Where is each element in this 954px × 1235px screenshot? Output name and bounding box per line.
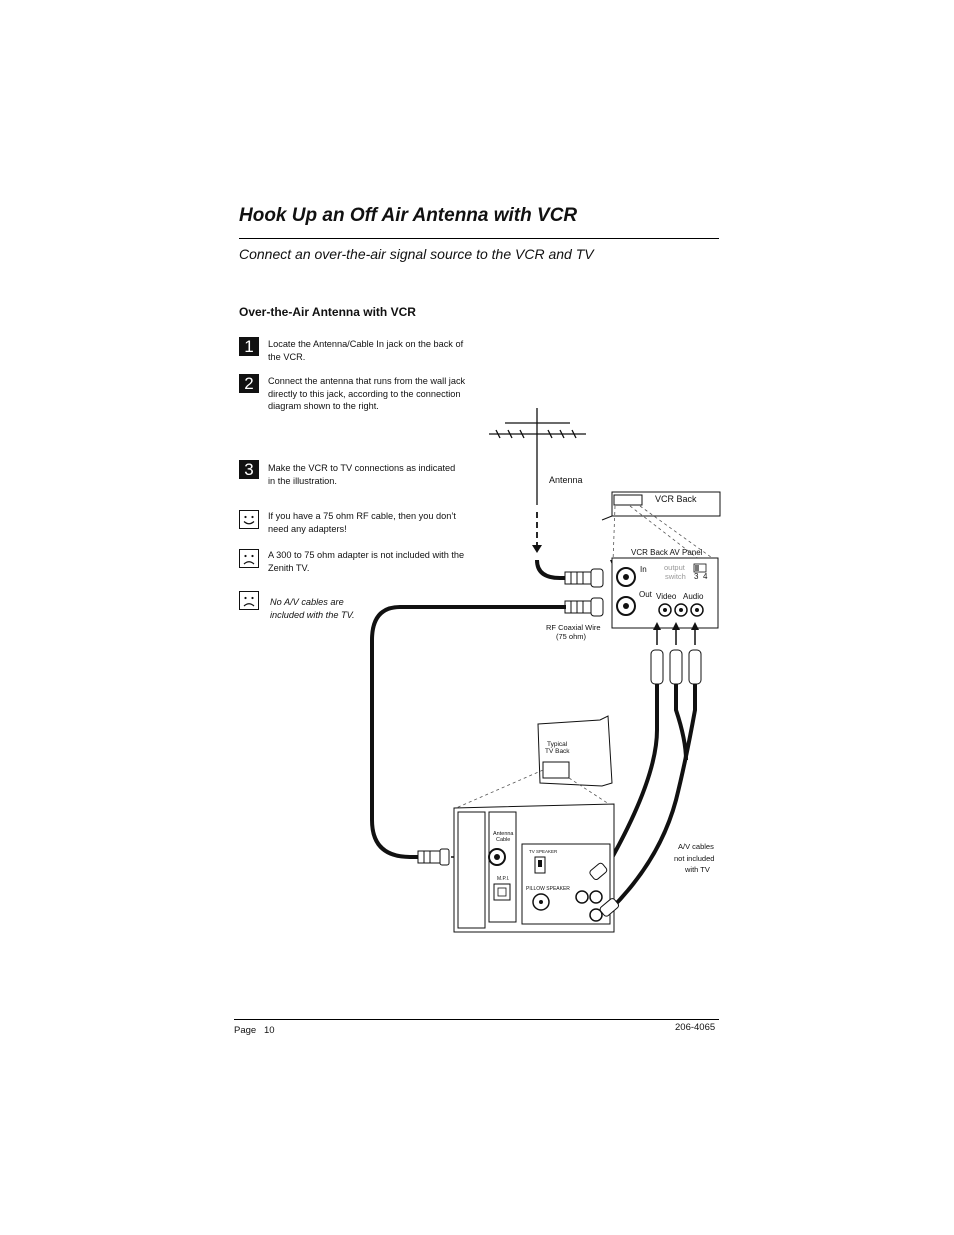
output-switch-label-2: switch bbox=[665, 572, 686, 581]
antenna-cable-label-1: Antenna bbox=[493, 831, 514, 837]
note-2-text: A 300 to 75 ohm adapter is not included … bbox=[268, 550, 465, 573]
page-title: Hook Up an Off Air Antenna with VCR bbox=[239, 205, 578, 226]
tv-back-label-1: Typical bbox=[547, 741, 568, 748]
footer-rule bbox=[234, 1019, 719, 1020]
step-2-number: 2 bbox=[239, 374, 259, 393]
note-1-text: If you have a 75 ohm RF cable, then you … bbox=[268, 511, 456, 534]
tv-audio-jack bbox=[589, 890, 603, 904]
output-switch-label-1: output bbox=[664, 563, 686, 572]
vcr-back-icon bbox=[601, 491, 721, 521]
step-3-text: Make the VCR to TV connections as indica… bbox=[268, 463, 456, 486]
audio-label: Audio bbox=[683, 592, 704, 601]
vcr-out-label: Out bbox=[639, 590, 653, 599]
channel-4-label: 4 bbox=[703, 572, 708, 581]
section-heading: Over-the-Air Antenna with VCR bbox=[239, 305, 416, 319]
tv-back-label-2: TV Back bbox=[545, 748, 570, 755]
rf-wire-label-1: RF Coaxial Wire bbox=[546, 623, 601, 632]
page-subtitle: Connect an over-the-air signal source to… bbox=[239, 246, 594, 262]
footer-page-label: Page bbox=[234, 1025, 257, 1036]
step-3-number: 3 bbox=[239, 460, 259, 479]
antenna-arrow bbox=[532, 545, 542, 553]
antenna-cable bbox=[535, 559, 568, 580]
video-label: Video bbox=[656, 592, 677, 601]
mpi-jack bbox=[493, 883, 511, 901]
channel-3-label: 3 bbox=[694, 572, 699, 581]
antenna-label: Antenna bbox=[549, 475, 583, 485]
vcr-in-label: In bbox=[640, 565, 647, 574]
note-3-text: No A/V cables are included with the TV. bbox=[270, 597, 355, 620]
output-switch bbox=[693, 563, 707, 573]
tv-speaker-label: TV SPEAKER bbox=[529, 849, 558, 854]
step-1-number: 1 bbox=[239, 337, 259, 356]
zoom-guides-vcr bbox=[612, 505, 716, 563]
step-2-text: Connect the antenna that runs from the w… bbox=[268, 376, 466, 412]
av-note-3: with TV bbox=[684, 865, 710, 874]
zoom-guides-tv bbox=[455, 769, 613, 809]
coax-connector-in bbox=[564, 568, 604, 588]
antenna-icon bbox=[489, 408, 586, 505]
rf-wire-label-2: (75 ohm) bbox=[556, 632, 587, 641]
av-plugs bbox=[650, 649, 702, 685]
av-plug-arrows bbox=[653, 622, 699, 645]
vcr-back-label: VCR Back bbox=[655, 494, 697, 504]
av-note-1: A/V cables bbox=[678, 842, 714, 851]
step-1-text: Locate the Antenna/Cable In jack on the … bbox=[268, 339, 464, 362]
rf-coax-wire bbox=[370, 605, 566, 859]
footer-doc-number: 206-4065 bbox=[675, 1022, 716, 1033]
av-cables bbox=[603, 684, 697, 912]
frown-face-icon bbox=[239, 591, 259, 610]
tv-video-jack bbox=[575, 890, 589, 904]
coax-connector-tv bbox=[417, 848, 450, 866]
av-note-2: not included bbox=[674, 854, 714, 863]
smiley-face-icon bbox=[239, 510, 259, 529]
coax-connector-out bbox=[564, 597, 604, 617]
antenna-cable-label-2: Cable bbox=[496, 837, 510, 843]
tv-av-plugs bbox=[589, 862, 620, 917]
tv-back-icon bbox=[537, 715, 613, 787]
mpi-label: M.P.I. bbox=[497, 876, 509, 882]
tv-audio-right-jack bbox=[589, 908, 603, 922]
vcr-panel-label: VCR Back AV Panel bbox=[631, 548, 703, 557]
pillow-speaker-label: PILLOW SPEAKER bbox=[526, 886, 570, 892]
frown-face-icon bbox=[239, 549, 259, 568]
title-rule bbox=[239, 238, 719, 239]
footer-page-number: 10 bbox=[264, 1025, 275, 1036]
